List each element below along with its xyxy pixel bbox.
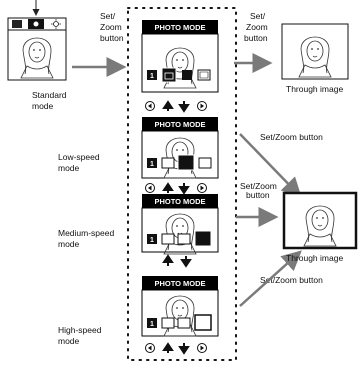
nav-controls-1 [145,100,207,113]
high-speed-icon[interactable] [197,69,211,81]
svg-text:1: 1 [150,321,154,328]
set-zoom-label-left-1: Set/ [100,11,116,21]
standard-mode-label-2: mode [32,101,54,111]
mode-panel-high-speed: PHOTO MODE 1 [141,276,219,337]
medium-speed-icon-selected[interactable] [194,230,212,247]
high-speed-mode-label-2: mode [58,336,80,346]
set-zoom-label-left-2: Zoom [100,22,122,32]
panel-screen [141,33,219,93]
up-arrow-icon[interactable] [162,342,174,353]
high-speed-icon[interactable] [198,157,212,169]
svg-text:1: 1 [150,73,154,80]
arrow-high-to-through-image [239,250,302,307]
panel-header-text: PHOTO MODE [154,279,205,288]
through-image-top-label: Through image [286,84,343,94]
low-speed-mode-label-2: mode [58,163,80,173]
panel-header-text: PHOTO MODE [154,120,205,129]
down-arrow-icon[interactable] [178,101,190,113]
tab-brightness-icon[interactable] [51,19,61,29]
right-circle-icon[interactable] [197,101,207,111]
up-arrow-icon[interactable] [162,100,174,111]
mode-panel-medium-speed: PHOTO MODE 1 [141,194,219,255]
mode-list-frame [127,7,237,361]
up-arrow-icon[interactable] [162,254,174,266]
left-circle-icon[interactable] [145,343,155,353]
set-zoom-label-right-2: Zoom [246,22,268,32]
standard-mode-icon[interactable] [161,157,175,169]
up-arrow-icon[interactable] [162,182,174,193]
medium-speed-mode-label-2: mode [58,239,80,249]
burst-count-icon [147,70,157,80]
standard-mode-icon[interactable] [161,317,175,329]
set-zoom-button-high-label: Set/Zoom button [260,275,323,285]
mode-panel-low-speed: PHOTO MODE 1 [141,117,219,179]
svg-text:1: 1 [150,237,154,244]
arrow-low-to-through-image [239,133,302,198]
low-speed-icon[interactable] [182,70,192,80]
camera-mode-selector [7,0,67,81]
through-image-bottom [282,191,358,250]
nav-controls-4 [145,342,207,355]
mode-panel-standard: PHOTO MODE 1 [141,20,219,93]
down-arrow-icon[interactable] [178,343,190,355]
down-arrow-icon[interactable] [178,183,190,195]
through-image-top [281,23,349,80]
left-circle-icon[interactable] [145,183,155,193]
tab-exposure-icon[interactable] [12,20,22,28]
high-speed-icon-selected[interactable] [194,314,212,331]
low-speed-icon-selected[interactable] [177,154,195,171]
nav-controls-2 [145,182,207,195]
standard-mode-icon-selected[interactable] [161,67,177,83]
right-circle-icon[interactable] [197,183,207,193]
nav-controls-3 [162,254,192,268]
set-zoom-button-medium-label-1: Set/Zoom [240,181,277,191]
left-circle-icon[interactable] [145,101,155,111]
standard-mode-icon[interactable] [161,233,175,245]
set-zoom-label-right-3: button [244,33,268,43]
low-speed-icon[interactable] [177,317,191,329]
through-image-bottom-label: Through image [286,253,343,263]
panel-header-text: PHOTO MODE [154,23,205,32]
right-circle-icon[interactable] [197,343,207,353]
panel-header-text: PHOTO MODE [154,197,205,206]
down-arrow-icon[interactable] [180,256,192,268]
set-zoom-label-left-3: button [100,33,124,43]
low-speed-icon[interactable] [177,233,191,245]
set-zoom-label-right-1: Set/ [250,11,266,21]
high-speed-mode-label-1: High-speed [58,325,102,335]
set-zoom-button-low-label: Set/Zoom button [260,132,323,142]
standard-mode-label-1: Standard [32,90,67,100]
low-speed-mode-label-1: Low-speed [58,152,100,162]
panel-header [142,20,218,34]
set-zoom-button-medium-label-2: button [246,190,270,200]
medium-speed-mode-label-1: Medium-speed [58,228,114,238]
svg-text:1: 1 [150,161,154,168]
